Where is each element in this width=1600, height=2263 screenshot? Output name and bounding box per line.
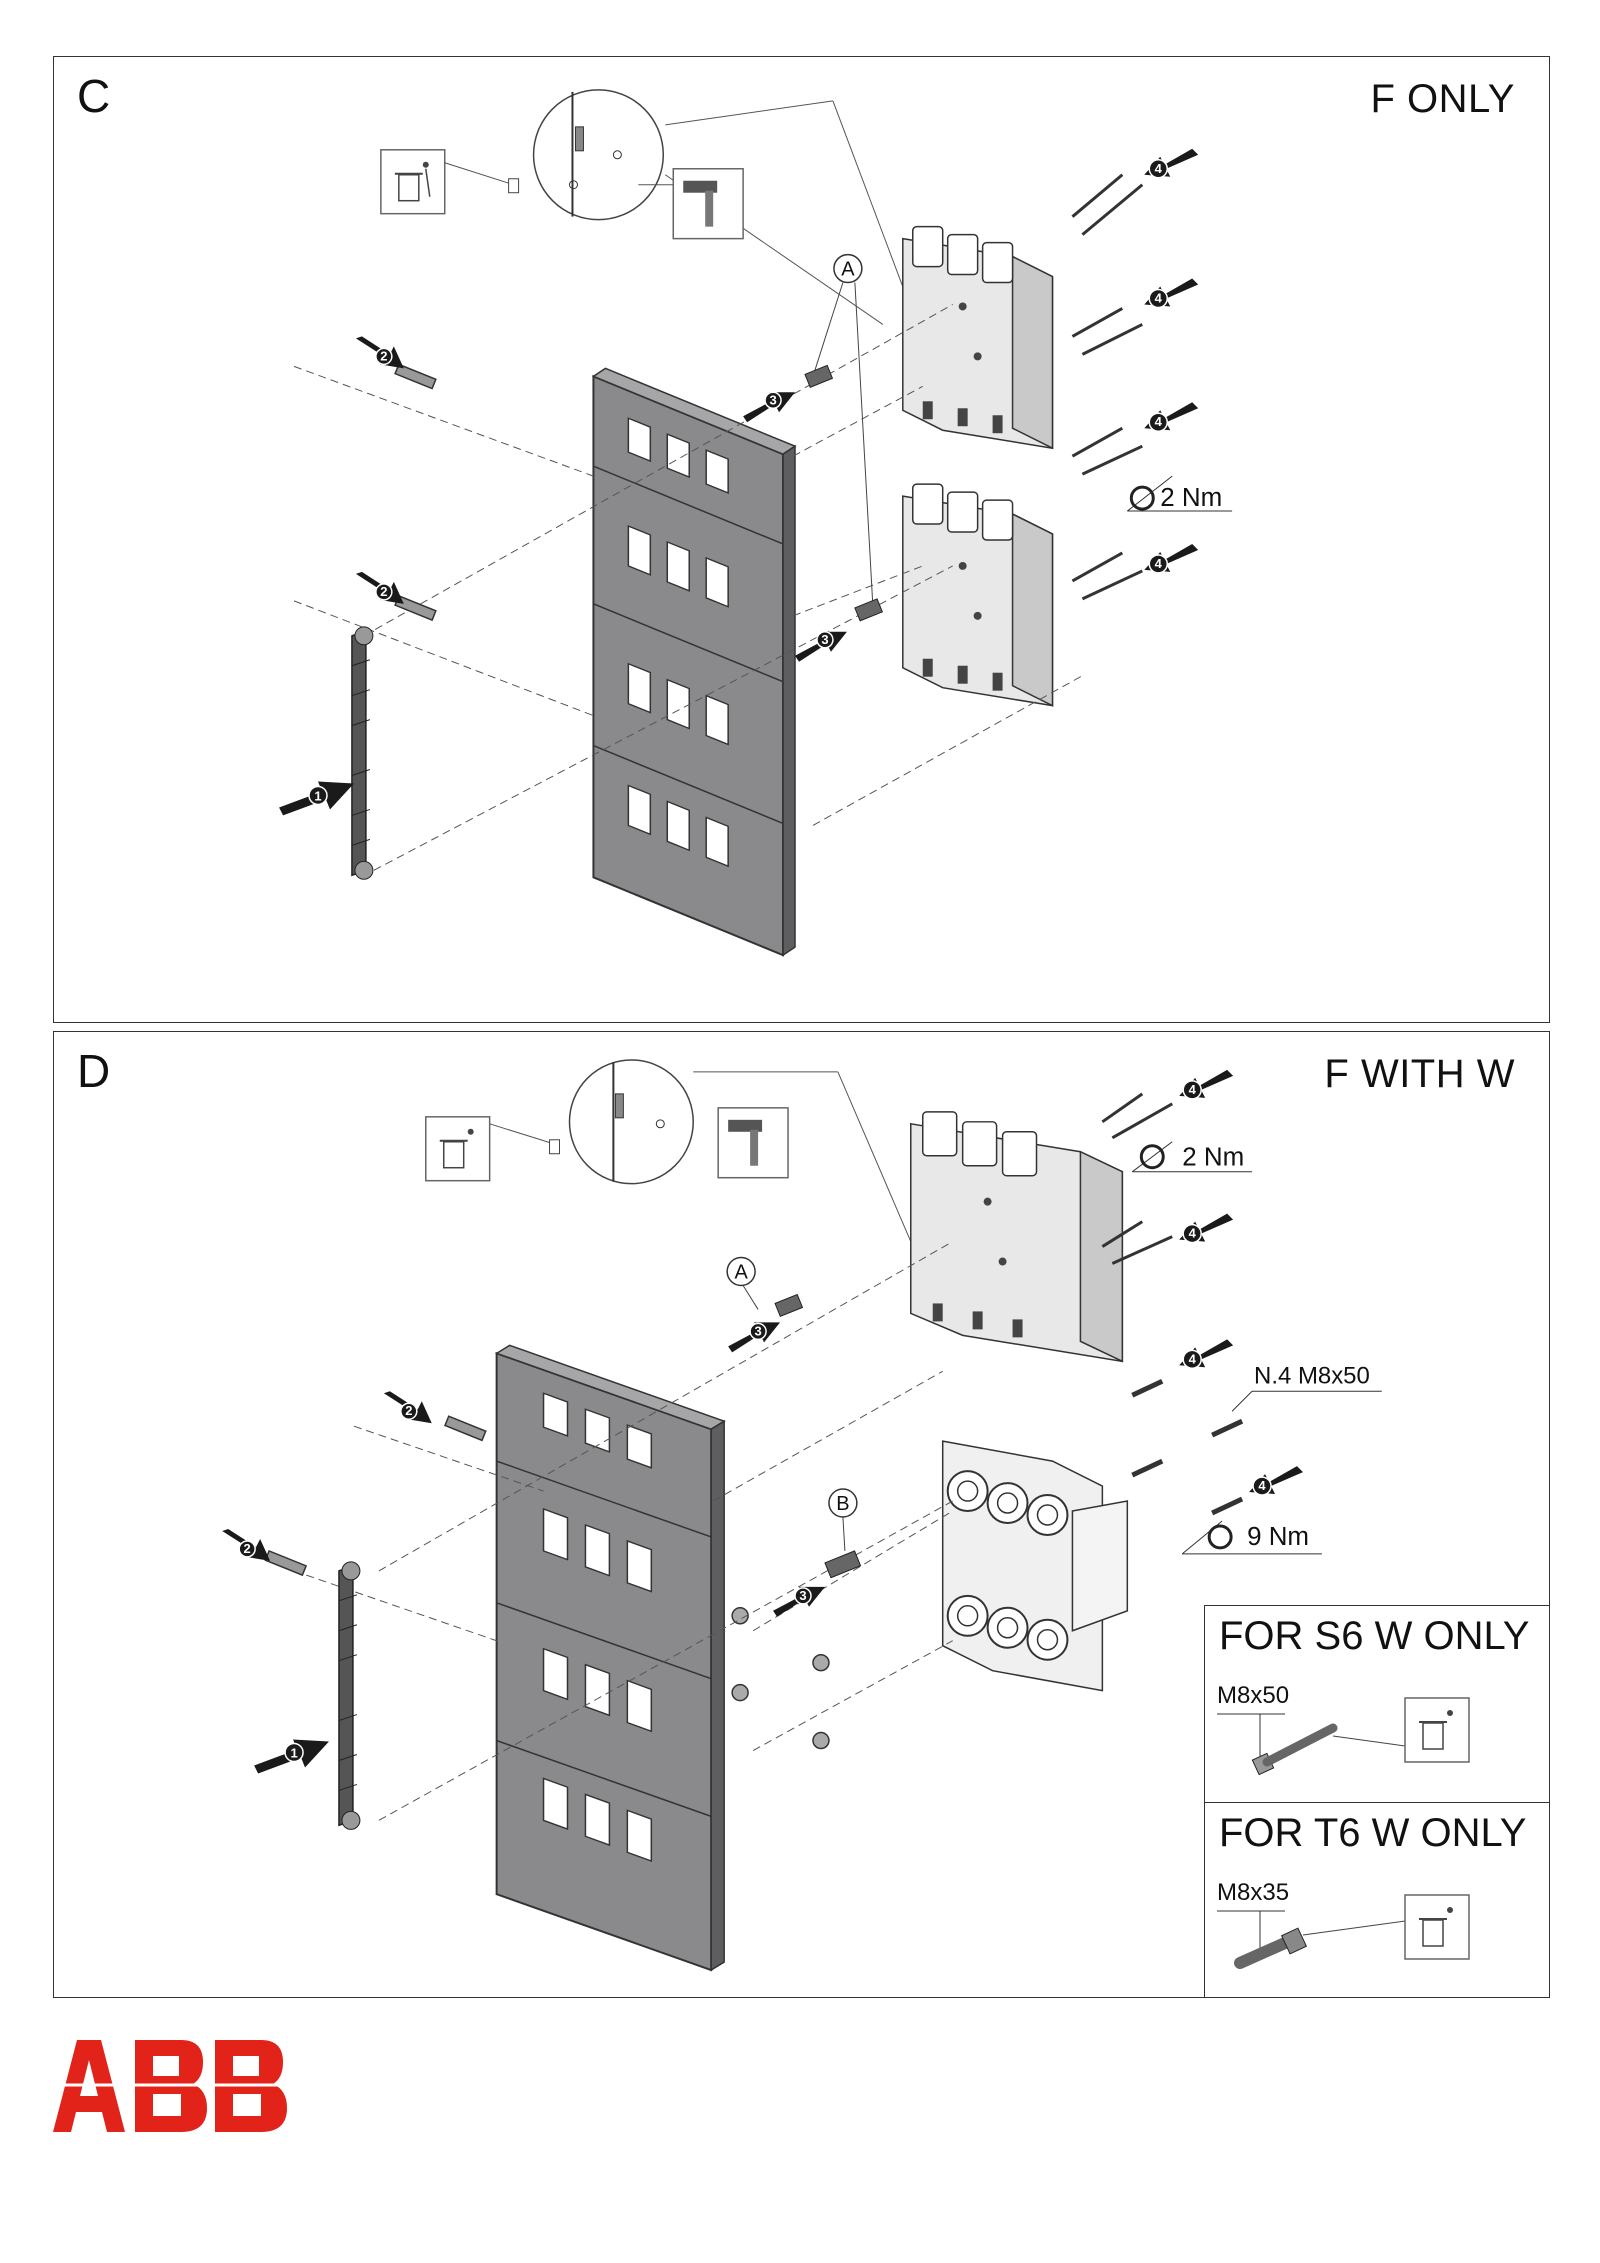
svg-text:4: 4 (1155, 414, 1163, 429)
panel-c-letter: C (77, 70, 111, 122)
long-screws (1071, 173, 1144, 601)
svg-text:3: 3 (799, 1588, 806, 1603)
trash-bin-icon (1404, 1894, 1470, 1960)
callout-a-label: A (841, 259, 855, 281)
busbar-strip (351, 626, 374, 880)
panel-d-mode-label: F WITH W (1324, 1052, 1515, 1096)
step-arrow-3-upper: 3 (728, 1322, 781, 1353)
variant-notes-inset: FOR S6 W ONLY M8x50 FOR T6 W ONLY M8x35 (1204, 1605, 1549, 1997)
step-arrow-2-upper: 2 (355, 336, 404, 369)
torque-label-bottom: 9 Nm (1247, 1523, 1309, 1551)
s6-w-note-spec: M8x50 (1217, 1682, 1290, 1709)
torque-indicator-bottom: 9 Nm (1181, 1520, 1322, 1555)
svg-text:4: 4 (1155, 161, 1163, 176)
panel-d-letter: D (77, 1045, 111, 1097)
short-screws (1131, 1379, 1244, 1516)
svg-text:4: 4 (1189, 1082, 1197, 1097)
trash-bin-icon (1404, 1697, 1470, 1763)
svg-text:3: 3 (769, 392, 776, 407)
standoff-nuts (731, 1607, 830, 1750)
svg-text:4: 4 (1155, 290, 1163, 305)
svg-text:2: 2 (244, 1541, 251, 1556)
abb-logo (53, 2038, 289, 2139)
pin-screws (394, 363, 437, 622)
withdrawable-base (941, 1440, 1129, 1692)
pin-screws (264, 1415, 487, 1577)
step-arrow-2-lower: 2 (355, 571, 404, 604)
step-arrow-4-c: 4 (1179, 1339, 1234, 1370)
callout-b-label: B (836, 1493, 849, 1515)
step-arrow-3-lower: 3 (773, 1586, 825, 1617)
s6-w-note-title: FOR S6 W ONLY (1219, 1614, 1530, 1658)
callout-a-label: A (734, 1261, 748, 1283)
circuit-breaker (910, 1111, 1124, 1363)
svg-text:1: 1 (290, 1745, 297, 1760)
s6-w-note-drawing (1217, 1697, 1470, 1776)
svg-text:4: 4 (1189, 1226, 1197, 1241)
panel-c-drawing: A 2 Nm 1 2 (279, 89, 1233, 957)
t6-w-note-spec: M8x35 (1217, 1879, 1290, 1906)
svg-text:2: 2 (380, 584, 387, 599)
torque-indicator-top: 2 Nm (1132, 1141, 1253, 1173)
svg-text:2: 2 (380, 348, 387, 363)
bolt-spec-label: N.4 M8x50 (1254, 1362, 1370, 1389)
svg-text:1: 1 (314, 788, 321, 803)
svg-text:2: 2 (405, 1403, 412, 1418)
assembly-guides (293, 304, 1083, 871)
trash-bin-icon (425, 1116, 561, 1182)
mounting-plate (494, 1344, 726, 1972)
detail-magnifier (568, 1059, 912, 1242)
step-arrows: 1 2 2 3 3 (222, 1069, 1303, 1774)
callout-a: A (804, 253, 883, 622)
bolt-spec: N.4 M8x50 (1231, 1362, 1382, 1412)
panel-d-drawing: A B 2 Nm N.4 M8x50 9 Nm (222, 1059, 1382, 1972)
circuit-breaker-upper (902, 225, 1054, 450)
step-arrow-2-upper: 2 (383, 1391, 432, 1424)
step-arrow-4-d: 4 (1249, 1466, 1303, 1496)
step-arrow-1: 1 (254, 1739, 329, 1774)
torque-label-top: 2 Nm (1182, 1144, 1244, 1172)
mounting-plate (591, 367, 797, 957)
step-arrow-3-lower: 3 (795, 631, 847, 662)
torque-indicator: 2 Nm (1127, 475, 1233, 512)
t6-w-note-drawing (1217, 1894, 1470, 1969)
step-arrow-2-lower: 2 (222, 1528, 271, 1561)
svg-text:3: 3 (754, 1323, 761, 1338)
callout-b: B (824, 1488, 862, 1579)
step-arrow-4-a: 4 (1179, 1069, 1234, 1100)
long-screws (1101, 1092, 1173, 1265)
step-arrow-4-b: 4 (1144, 278, 1199, 309)
step-arrow-4-c: 4 (1144, 402, 1199, 432)
callout-a: A (726, 1256, 804, 1318)
assembly-guides (293, 1241, 953, 1821)
svg-text:4: 4 (1155, 556, 1163, 571)
torque-label: 2 Nm (1160, 484, 1222, 512)
panel-c: C F ONLY (53, 56, 1550, 1023)
panel-c-mode-label: F ONLY (1370, 77, 1515, 121)
step-arrow-1: 1 (279, 781, 354, 816)
busbar-strip (338, 1561, 361, 1830)
step-arrow-4-b: 4 (1179, 1213, 1234, 1244)
trash-bin-icon (380, 149, 520, 215)
svg-text:4: 4 (1258, 1478, 1266, 1493)
step-arrow-3-upper: 3 (743, 391, 796, 423)
t6-w-note-title: FOR T6 W ONLY (1219, 1811, 1527, 1855)
step-arrow-4-d: 4 (1144, 543, 1199, 574)
panel-d: D F WITH W (53, 1031, 1550, 1998)
hammer-icon (717, 1107, 789, 1179)
step-arrow-4-a: 4 (1144, 148, 1199, 179)
step-arrows: 1 2 2 3 3 (279, 148, 1199, 816)
circuit-breaker-lower (902, 483, 1054, 707)
t6-w-note: FOR T6 W ONLY M8x35 (1205, 1802, 1549, 1998)
s6-w-note: FOR S6 W ONLY M8x50 (1205, 1606, 1549, 1802)
svg-text:4: 4 (1189, 1351, 1197, 1366)
hammer-icon (638, 168, 744, 240)
svg-text:3: 3 (821, 632, 828, 647)
